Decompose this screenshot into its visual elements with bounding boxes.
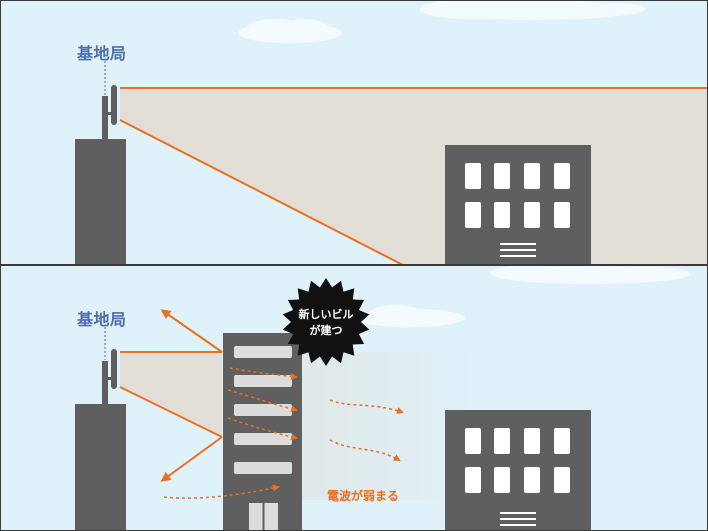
- destination-building: [445, 410, 591, 531]
- reflected-signal-arrow: [160, 436, 223, 482]
- reflected-signal-arrow: [160, 309, 223, 353]
- signal-beam-lower: [119, 386, 223, 438]
- panel-after: [0, 265, 708, 531]
- base-station-tower: [75, 139, 126, 265]
- cloud: [355, 305, 465, 327]
- cloud: [238, 19, 342, 43]
- weakened-signal-area: [302, 352, 480, 500]
- new-building-burst-callout: [282, 278, 370, 366]
- signal-coverage-area: [120, 352, 222, 437]
- base-station-label: 基地局: [77, 44, 127, 63]
- weak-signal-arrows: [163, 367, 404, 499]
- cloud: [420, 0, 645, 20]
- base-station-tower: [75, 404, 126, 531]
- signal-beam-lower: [119, 119, 404, 266]
- weakened-signal-label: 電波が弱まる: [327, 489, 400, 503]
- new-building-label-line: が建つ: [309, 324, 343, 337]
- base-station-antenna-icon: [102, 85, 117, 140]
- base-station-antenna-icon: [102, 349, 117, 405]
- new-building-label-line: 新しいビル: [298, 308, 354, 321]
- cloud: [490, 265, 690, 284]
- destination-building: [445, 145, 591, 265]
- base-station-label: 基地局: [77, 310, 127, 329]
- panel-before: [0, 0, 708, 266]
- new-building-label: 新しいビル が建つ: [281, 307, 371, 339]
- new-building: [223, 333, 302, 531]
